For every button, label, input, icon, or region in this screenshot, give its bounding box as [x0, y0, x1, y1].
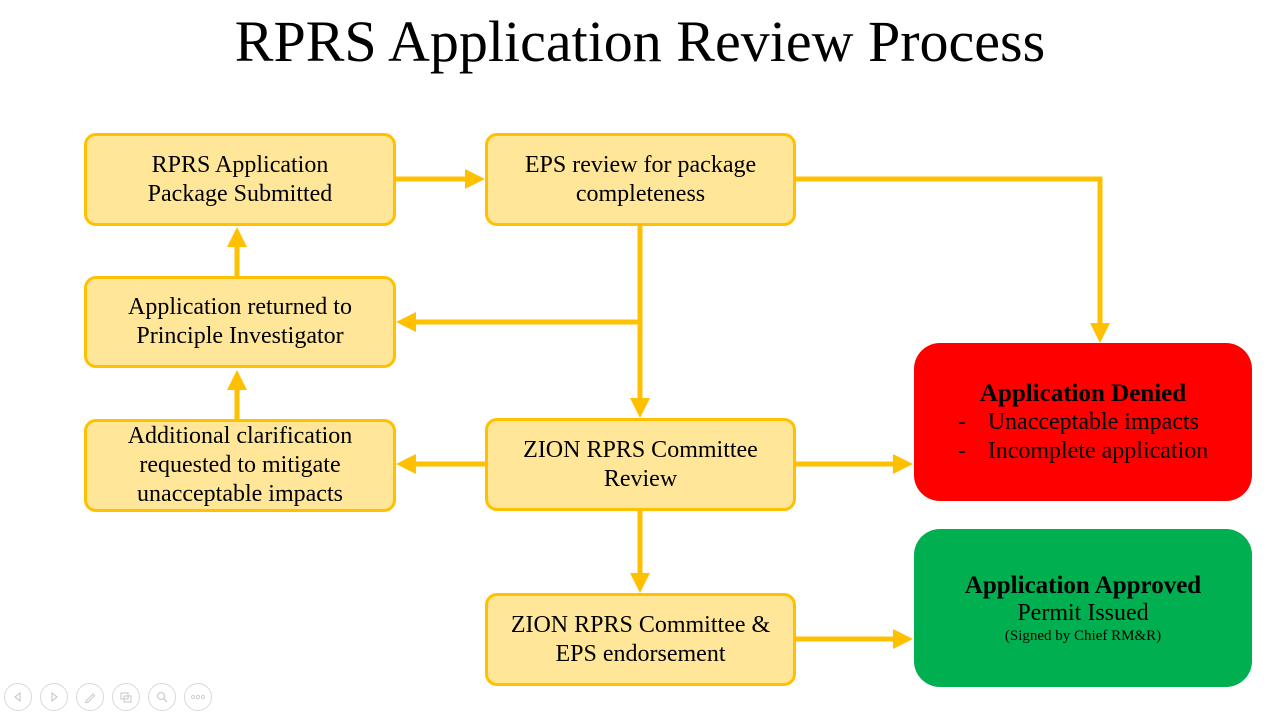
- zoom-icon[interactable]: [148, 683, 176, 711]
- denied-heading: Application Denied: [979, 379, 1187, 407]
- more-icon[interactable]: [184, 683, 212, 711]
- bullet-dash: -: [957, 408, 966, 435]
- outcome-application-denied: Application Denied -Unacceptable impacts…: [914, 343, 1252, 501]
- node-text-line: requested to mitigate: [139, 452, 341, 478]
- node-text-line: completeness: [575, 180, 706, 207]
- denied-reason-text: Unacceptable impacts: [987, 408, 1199, 435]
- approved-heading: Application Approved: [964, 572, 1202, 599]
- node-package-submitted: RPRS Application Package Submitted: [84, 133, 396, 226]
- node-text-line: ZION RPRS Committee &: [510, 611, 771, 638]
- node-committee-endorsement: ZION RPRS Committee & EPS endorsement: [485, 593, 796, 686]
- node-text-line: Additional clarification: [127, 423, 353, 449]
- node-text-line: EPS endorsement: [555, 640, 726, 667]
- node-eps-review: EPS review for package completeness: [485, 133, 796, 226]
- slides-icon[interactable]: [112, 683, 140, 711]
- node-text-line: ZION RPRS Committee: [523, 436, 758, 463]
- node-text-line: unacceptable impacts: [137, 481, 343, 507]
- approved-note: (Signed by Chief RM&R): [1004, 628, 1162, 644]
- denied-reason-item: -Incomplete application: [958, 437, 1209, 466]
- arrow-eps-to-denied: [796, 176, 1110, 343]
- outcome-application-approved: Application Approved Permit Issued (Sign…: [914, 529, 1252, 687]
- denied-reason-text: Incomplete application: [987, 437, 1209, 464]
- node-application-returned: Application returned to Principle Invest…: [84, 276, 396, 368]
- page-title: RPRS Application Review Process: [234, 9, 1046, 74]
- next-icon[interactable]: [40, 683, 68, 711]
- node-text-line: RPRS Application: [151, 151, 329, 178]
- previous-icon[interactable]: [4, 683, 32, 711]
- node-text-line: Application returned to: [128, 294, 352, 320]
- pen-icon[interactable]: [76, 683, 104, 711]
- bullet-dash: -: [957, 437, 966, 464]
- slideshow-toolbar: [4, 683, 212, 711]
- node-additional-clarification: Additional clarification requested to mi…: [84, 419, 396, 512]
- approved-subheading: Permit Issued: [1017, 600, 1149, 626]
- node-text-line: Principle Investigator: [136, 323, 344, 349]
- denied-reasons: -Unacceptable impacts -Incomplete applic…: [958, 408, 1209, 466]
- denied-reason-item: -Unacceptable impacts: [958, 408, 1209, 437]
- node-text-line: EPS review for package: [524, 151, 757, 178]
- node-committee-review: ZION RPRS Committee Review: [485, 418, 796, 511]
- node-text-line: Review: [603, 465, 678, 492]
- node-text-line: Package Submitted: [147, 180, 333, 207]
